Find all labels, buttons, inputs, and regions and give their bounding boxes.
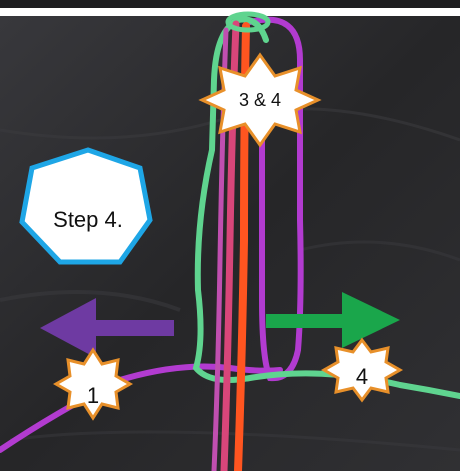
top-photo-strip (0, 0, 460, 8)
star-badge-icon (52, 347, 134, 421)
purple-yarn-strand (0, 363, 283, 453)
heptagon-badge-icon (19, 147, 153, 265)
top-knot (225, 11, 271, 33)
right-arrow-icon (266, 292, 400, 348)
star-badge-icon (198, 52, 322, 148)
left-arrow-icon (40, 298, 174, 358)
purple-yarn-loop (247, 16, 304, 382)
star-badge-icon (320, 337, 404, 403)
